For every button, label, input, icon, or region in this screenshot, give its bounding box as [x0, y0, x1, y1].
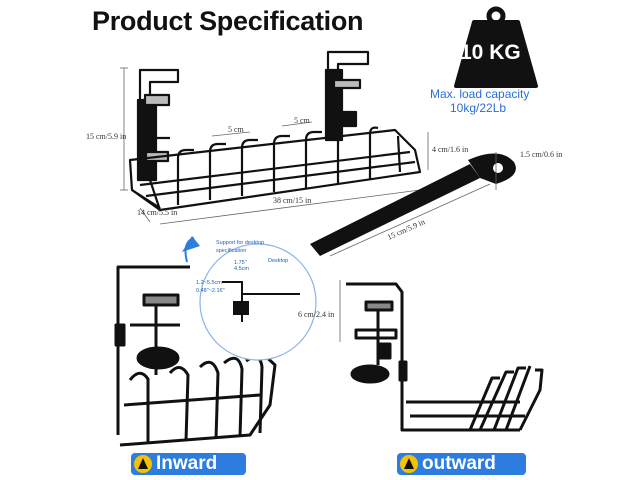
support-line1: Support for desktop: [216, 240, 265, 246]
dim-outward-height: 6 cm/2.4 in: [298, 310, 335, 319]
arrow-up-icon: [400, 455, 418, 473]
detail-m2: 4.5cm: [234, 266, 249, 272]
dim-gap2: 5 cm: [294, 116, 310, 125]
outward-button[interactable]: outward: [397, 453, 526, 475]
inward-label: Inward: [156, 453, 218, 474]
dim-length: 38 cm/15 in: [273, 196, 312, 205]
outward-illustration: [339, 280, 544, 432]
dim-gap1: 5 cm: [228, 125, 244, 134]
outward-label: outward: [422, 453, 496, 474]
arrow-up-icon: [134, 455, 152, 473]
inward-illustration: [114, 265, 277, 447]
support-line2: specification: [216, 248, 247, 254]
capacity-line2: 10kg/22Lb: [450, 101, 507, 115]
weight-label: 10 KG: [460, 41, 521, 64]
dim-height: 15 cm/5.9 in: [86, 132, 127, 141]
dim-strap-width: 1.5 cm/0.6 in: [520, 150, 563, 159]
dim-depth: 4 cm/1.6 in: [432, 145, 469, 154]
detail-desktop-label: Desktop: [268, 258, 289, 264]
detail-m1: 1.75": [234, 260, 247, 266]
dim-width: 14 cm/5.5 in: [137, 208, 178, 217]
capacity-line1: Max. load capacity: [430, 87, 530, 101]
strap-illustration: [310, 152, 516, 257]
detail-m4: 0.48"~2.16": [196, 288, 225, 294]
weight-icon: [454, 6, 538, 88]
top-basket-illustration: [120, 50, 429, 225]
page-title: Product Specification: [92, 6, 364, 36]
desktop-detail-circle: [182, 236, 317, 361]
detail-m3: 1.2~5.5cm: [196, 280, 222, 286]
inward-button[interactable]: Inward: [131, 453, 246, 475]
